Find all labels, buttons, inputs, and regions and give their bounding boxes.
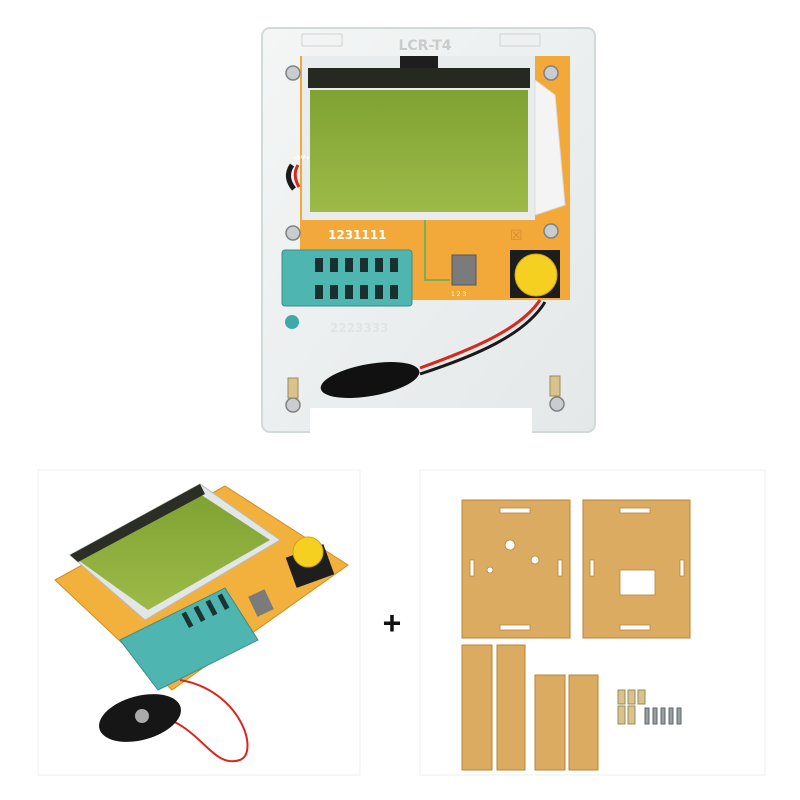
screw-icon xyxy=(549,396,565,412)
button-cutout xyxy=(619,569,656,596)
acrylic-side-piece xyxy=(534,674,566,771)
lcd-connector xyxy=(400,56,438,70)
lcd-flex-cable xyxy=(534,79,566,216)
screw-icon xyxy=(543,223,559,239)
lcd-top-band xyxy=(308,68,530,88)
case-label: LCR-T4 xyxy=(398,38,451,54)
module-lcd-screen xyxy=(78,494,270,610)
battery-clip xyxy=(320,362,420,398)
battery-label: -9V+ xyxy=(294,155,310,162)
case-slot xyxy=(499,33,541,47)
battery-connector-red xyxy=(293,164,301,188)
standoff xyxy=(549,375,561,397)
module-wire xyxy=(149,679,249,763)
battery-snap xyxy=(135,709,149,723)
component-footprint xyxy=(451,254,477,286)
acrylic-side-piece xyxy=(568,674,599,771)
screw-set xyxy=(617,689,682,725)
pin-label-top: 1231111 xyxy=(328,228,386,242)
acrylic-kit xyxy=(419,469,766,776)
panel-left xyxy=(37,469,361,776)
pcb-trace xyxy=(424,220,450,281)
screw-icon xyxy=(285,397,301,413)
acrylic-front-panel xyxy=(461,499,571,639)
screw-icon xyxy=(285,65,301,81)
module-button xyxy=(292,536,324,568)
acrylic-side-piece xyxy=(461,644,493,771)
standoff xyxy=(287,377,299,399)
zif-lever xyxy=(285,315,299,329)
screw-icon xyxy=(543,65,559,81)
case-slot xyxy=(301,33,343,47)
acrylic-back-panel xyxy=(582,499,691,639)
bare-module xyxy=(37,469,361,776)
module-footprint xyxy=(248,589,274,617)
watermark-cover xyxy=(310,408,532,440)
pin-label-bottom: 2223333 xyxy=(330,321,388,335)
panel-right xyxy=(419,469,766,776)
test-button xyxy=(514,253,558,297)
battery-connector xyxy=(286,163,296,191)
zif-socket xyxy=(281,249,413,329)
acrylic-side-piece xyxy=(496,644,526,771)
wire-red xyxy=(419,299,542,370)
assembled-tester: LCR-T4 -9V+ 1231111 ☒ xyxy=(261,27,596,440)
lcd-screen xyxy=(310,90,528,212)
screw-icon xyxy=(285,225,301,241)
plus-sign: + xyxy=(383,605,402,641)
weee-icon: ☒ xyxy=(510,229,523,244)
wire-black xyxy=(419,301,547,376)
footprint-pins: 1 2 3 xyxy=(451,291,466,298)
module-zif-socket xyxy=(119,587,259,691)
module-lcd-band xyxy=(70,484,205,562)
